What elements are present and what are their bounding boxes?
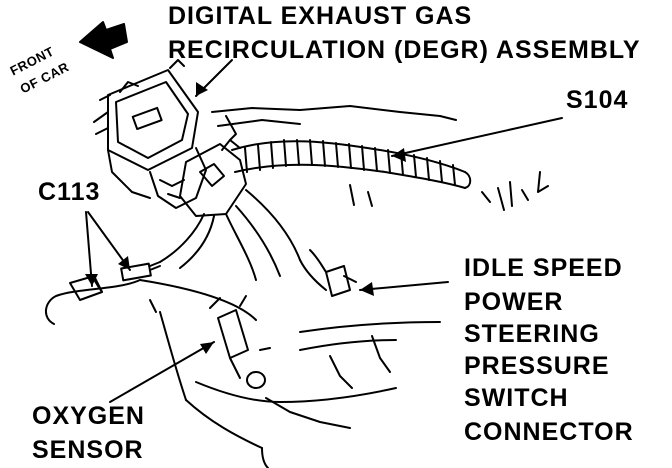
arrowhead-c113-right bbox=[118, 256, 130, 270]
wiring-cluster bbox=[149, 139, 301, 281]
arrowheads bbox=[85, 82, 406, 354]
c113-connector-shape bbox=[45, 262, 257, 325]
idle-speed-connector-shape bbox=[299, 249, 357, 297]
idle-label-line2: POWER bbox=[464, 288, 564, 316]
arrowhead-s104 bbox=[392, 148, 406, 162]
manifold-outline bbox=[149, 299, 441, 468]
arrowhead-degr bbox=[196, 82, 208, 96]
idle-label-line5: SWITCH bbox=[464, 384, 569, 412]
oxygen-sensor-shape bbox=[209, 295, 266, 389]
idle-label-line4: PRESSURE bbox=[464, 352, 610, 380]
idle-label-line6: CONNECTOR bbox=[464, 418, 634, 446]
c113-label: C113 bbox=[38, 178, 101, 206]
degr-title-line2: RECIRCULATION (DEGR) ASSEMBLY bbox=[168, 36, 641, 64]
harness-shape bbox=[231, 139, 472, 189]
arrowhead-oxygen bbox=[200, 342, 214, 354]
s104-label: S104 bbox=[566, 86, 629, 114]
oxygen-label-line2: SENSOR bbox=[32, 436, 144, 464]
engine-outline bbox=[211, 105, 549, 211]
idle-label-line3: STEERING bbox=[464, 320, 600, 348]
degr-assembly-shape bbox=[93, 59, 207, 209]
arrowhead-c113-left bbox=[85, 274, 98, 286]
idle-label-line1: IDLE SPEED bbox=[464, 254, 623, 282]
arrowhead-idle-speed bbox=[360, 282, 374, 296]
oxygen-label-line1: OXYGEN bbox=[32, 402, 145, 430]
degr-title-line1: DIGITAL EXHAUST GAS bbox=[168, 2, 473, 30]
front-arrow-icon bbox=[79, 21, 128, 59]
